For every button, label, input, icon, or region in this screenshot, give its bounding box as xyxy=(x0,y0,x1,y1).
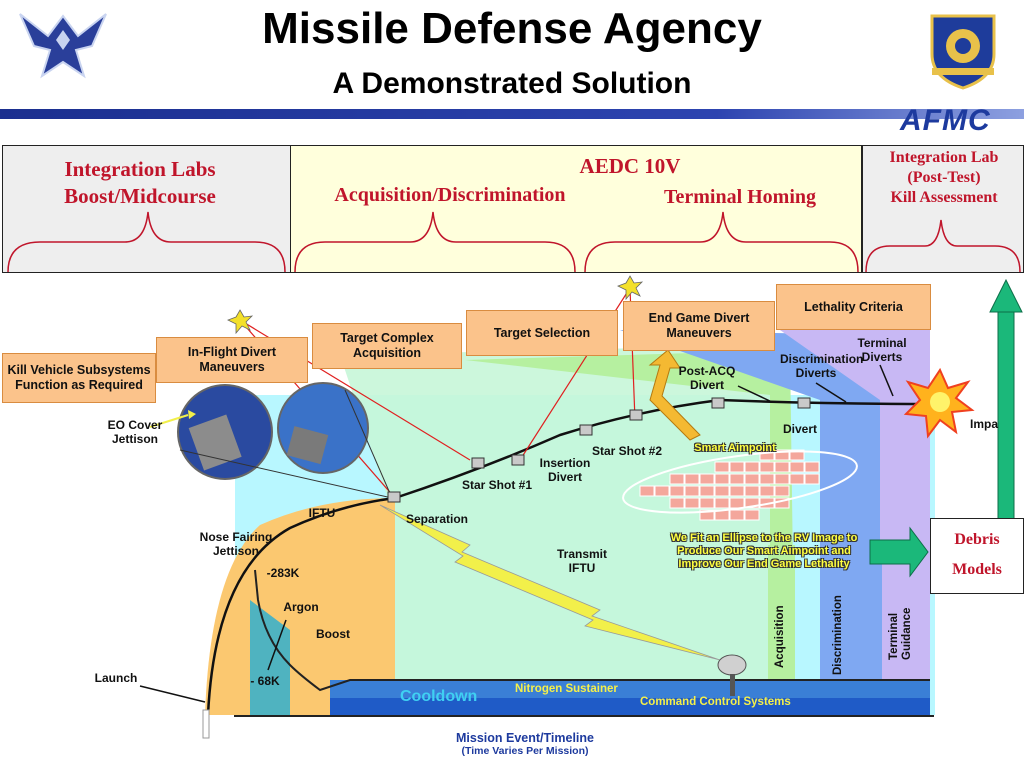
footer-timeline: Mission Event/Timeline (Time Varies Per … xyxy=(400,731,650,758)
label-68k: - 68K xyxy=(250,674,280,688)
acquisition-discrimination-label: Acquisition/Discrimination xyxy=(334,184,566,206)
label-boost: Boost xyxy=(316,627,350,641)
label-disc-diverts: Discrimination Diverts xyxy=(780,352,864,380)
brace-boost-midcourse xyxy=(7,211,286,273)
zoom-circle-right xyxy=(277,382,369,474)
footer-line2: (Time Varies Per Mission) xyxy=(461,745,589,757)
label-eo-cover: EO Cover Jettison xyxy=(107,418,163,446)
posttest-line1: Integration Lab xyxy=(889,149,999,166)
trajectory-line xyxy=(206,398,931,716)
label-star-shot-2: Star Shot #2 xyxy=(591,444,663,458)
debris-line2: Models xyxy=(952,561,1002,578)
aedc-title: AEDC 10V xyxy=(579,154,681,178)
tag-lethality: Lethality Criteria xyxy=(776,284,931,330)
tag-target-complex: Target Complex Acquisition xyxy=(312,323,462,369)
antenna-dish-icon xyxy=(717,654,747,696)
posttest-line2: (Post-Test) xyxy=(907,169,981,186)
label-nose-fairing: Nose Fairing Jettison xyxy=(199,530,273,558)
phase-braces xyxy=(7,211,1021,273)
label-divert: Divert xyxy=(782,422,817,436)
brace-kill-assessment xyxy=(865,219,1021,273)
label-cooldown: Cooldown xyxy=(400,688,478,705)
debris-models-box xyxy=(930,518,1024,594)
star-burst-left xyxy=(227,309,254,335)
post-acq-arrow xyxy=(648,349,701,441)
acquisition-band-area xyxy=(340,345,770,715)
label-launch: Launch xyxy=(94,671,138,685)
tag-kill-vehicle: Kill Vehicle Subsystems Function as Requ… xyxy=(2,353,156,403)
integration-labs-line2: Boost/Midcourse xyxy=(64,184,216,208)
label-post-acq: Post-ACQ Divert xyxy=(678,364,736,392)
brace-acquisition xyxy=(294,211,576,273)
label-ellipse-note: We Fit an Ellipse to the RV Image to Pro… xyxy=(670,532,858,570)
label-smart-aimpoint: Smart Aimpoint xyxy=(694,442,776,454)
page-title: Missile Defense Agency xyxy=(262,4,762,53)
label-iftu-top: IFTU xyxy=(308,506,336,520)
arrow-up-debris xyxy=(989,278,1023,313)
arrow-right-debris xyxy=(869,526,929,578)
tag-inflight-divert: In-Flight Divert Maneuvers xyxy=(156,337,308,383)
label-283k: -283K xyxy=(266,566,300,580)
label-discrimination-band: Discrimination xyxy=(832,595,844,675)
aedc-box xyxy=(290,145,862,273)
argon-region xyxy=(250,600,290,715)
aimpoint-grid xyxy=(639,449,820,521)
label-star-shot-1: Star Shot #1 xyxy=(461,478,533,492)
brace-terminal xyxy=(584,211,859,273)
green-band xyxy=(465,350,795,715)
label-terminal-band: Terminal Guidance xyxy=(888,607,913,660)
tag-target-selection: Target Selection xyxy=(466,310,618,356)
tag-end-game: End Game Divert Maneuvers xyxy=(623,301,775,351)
label-separation: Separation xyxy=(405,512,468,526)
afmc-shield-emblem xyxy=(928,10,998,90)
afmc-logo: AFMC xyxy=(900,104,991,137)
integration-labs-line1: Integration Labs xyxy=(64,157,216,181)
header-divider-line xyxy=(0,109,1024,119)
mission-timeline-diagram xyxy=(139,275,1023,739)
debris-line1: Debris xyxy=(954,531,1000,548)
integration-labs-box xyxy=(2,145,291,273)
integration-lab-posttest-box xyxy=(862,145,1024,273)
label-acquisition-band: Acquisition xyxy=(774,605,786,668)
terminal-homing-label: Terminal Homing xyxy=(663,186,817,208)
label-insertion-divert: Insertion Divert xyxy=(539,456,591,484)
aimpoint-ellipse xyxy=(622,450,858,514)
integration-labs-label: Integration Labs Boost/Midcourse xyxy=(20,156,260,210)
page-subtitle: A Demonstrated Solution xyxy=(332,67,692,100)
command-bar xyxy=(330,698,930,716)
label-command: Command Control Systems xyxy=(640,696,791,708)
footer-line1: Mission Event/Timeline xyxy=(455,731,594,745)
posttest-line3: Kill Assessment xyxy=(890,189,998,206)
star-burst-top xyxy=(617,275,644,301)
label-argon: Argon xyxy=(283,600,319,614)
air-force-wings-logo xyxy=(18,6,108,82)
label-impact: Impa xyxy=(970,417,999,431)
label-terminal-diverts: Terminal Diverts xyxy=(857,336,907,364)
integration-lab-posttest-label: Integration Lab (Post-Test) Kill Assessm… xyxy=(866,148,1022,208)
temperature-curve xyxy=(254,569,930,692)
label-nitrogen: Nitrogen Sustainer xyxy=(515,683,618,695)
label-transmit-iftu: Transmit IFTU xyxy=(556,547,607,575)
debris-models-label: Debris Models xyxy=(930,525,1024,585)
